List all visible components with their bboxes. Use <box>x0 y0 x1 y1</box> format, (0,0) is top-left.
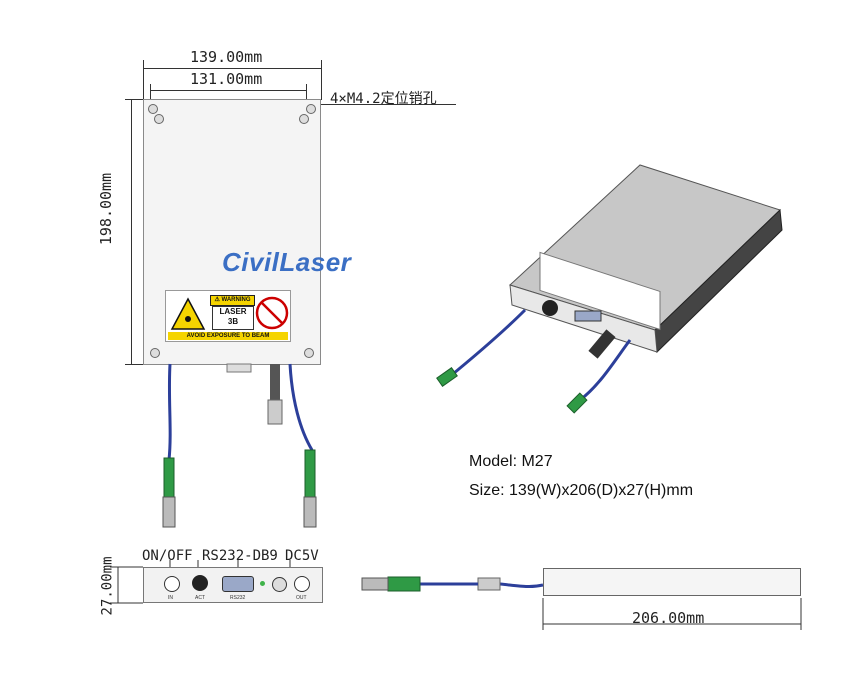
mount-hole <box>304 348 314 358</box>
db9-port <box>222 576 254 592</box>
rs232-small-text: RS232 <box>230 595 246 601</box>
laser-warning-label: ⚠ WARNING LASER 3B AVOID EXPOSURE TO BEA… <box>165 290 291 342</box>
power-switch <box>164 576 180 592</box>
dim-line-outer <box>143 68 321 69</box>
brand-logo: CivilLaser <box>222 247 352 277</box>
output-port <box>294 576 310 592</box>
dc-jack <box>272 577 287 592</box>
in-text: IN <box>168 595 173 601</box>
width-outer-label: 139.00mm <box>190 48 263 66</box>
holes-leader <box>306 104 456 105</box>
laser-class-line1: LASER <box>219 307 247 316</box>
mount-hole <box>306 104 316 114</box>
status-led <box>260 581 265 586</box>
dim-ext-inner-left <box>150 84 151 100</box>
dim-ext-left <box>143 60 144 100</box>
mount-hole <box>150 348 160 358</box>
onoff-label: ON/OFF <box>142 548 193 564</box>
width-inner-label: 131.00mm <box>190 70 263 88</box>
dc5v-label: DC5V <box>285 548 319 564</box>
out-text: OUT <box>296 595 307 601</box>
module-front-view: IN ACT RS232 OUT <box>143 567 323 603</box>
warning-strip: ⚠ WARNING <box>210 295 255 306</box>
dim-ext-bottom <box>125 364 143 365</box>
activity-indicator <box>192 575 208 591</box>
dim-ext-inner-right <box>306 84 307 100</box>
mount-hole <box>299 114 309 124</box>
dim-ext-top <box>125 99 143 100</box>
holes-note: 4×M4.2定位销孔 <box>330 91 437 107</box>
module-side-view <box>543 568 801 596</box>
laser-class-line2: 3B <box>227 317 239 326</box>
act-text: ACT <box>195 595 205 601</box>
dim-ext-right <box>321 60 322 100</box>
rs232-label: RS232-DB9 <box>202 548 278 564</box>
depth-label: 27.00mm <box>99 556 116 616</box>
avoid-exposure-strip: AVOID EXPOSURE TO BEAM <box>168 332 288 340</box>
dim-line-height <box>131 99 132 365</box>
mount-hole <box>148 104 158 114</box>
laser-hazard-icon <box>170 296 289 330</box>
length-label: 206.00mm <box>632 609 705 627</box>
mount-hole <box>154 114 164 124</box>
laser-class-box: LASER 3B <box>212 306 254 330</box>
dim-line-inner <box>150 90 306 91</box>
model-text: Model: M27 <box>469 453 553 470</box>
size-text: Size: 139(W)x206(D)x27(H)mm <box>469 482 694 499</box>
